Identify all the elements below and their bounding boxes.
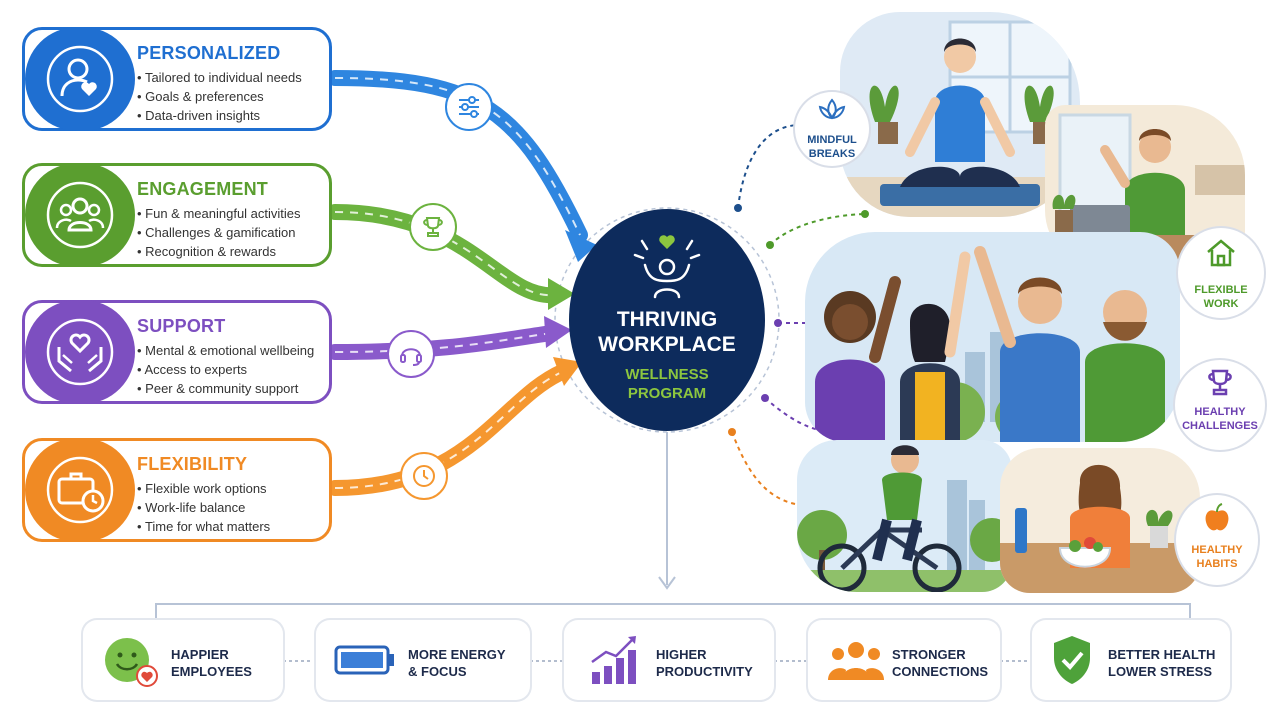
trophy-icon [409,203,457,251]
list-item: Fun & meaningful activities [137,204,300,223]
lotus-icon [818,98,846,120]
celebrating-person-icon [633,235,701,299]
arrow-personalized [565,230,597,262]
arrow-support [544,316,572,348]
team-celebration-scene [805,232,1180,442]
flow-support [327,325,560,360]
list-item: Goals & preferences [137,87,302,106]
pillar-engagement: ENGAGEMENT Fun & meaningful activities C… [22,163,332,267]
pillar-list: Mental & emotional wellbeing Access to e… [137,341,314,398]
group-icon [25,163,135,267]
pillar-flexibility: FLEXIBILITY Flexible work options Work-l… [22,438,332,542]
battery-icon [334,645,394,675]
healthy-eating-scene [1000,448,1200,593]
apple-icon [1205,503,1229,531]
pillar-personalized: PERSONALIZED Tailored to individual need… [22,27,332,131]
list-item: Recognition & rewards [137,242,301,261]
meditation-scene [840,12,1080,217]
list-item: Access to experts [137,360,314,379]
arrow-flexibility [553,357,582,386]
pillar-title: SUPPORT [137,316,226,336]
list-item: Time for what matters [137,517,270,536]
sliders-icon [445,83,493,131]
heart-hands-icon [25,300,135,404]
pillar-title: ENGAGEMENT [137,179,269,199]
pillar-title: FLEXIBILITY [137,454,248,474]
home-icon [1207,239,1235,267]
list-item: Flexible work options [137,479,270,498]
briefcase-clock-icon [25,438,135,542]
list-item: Data-driven insights [137,106,302,125]
shield-check-icon [1054,636,1090,684]
list-item: Peer & community support [137,379,314,398]
outcome-more-energy: MORE ENERGY& FOCUS [316,620,530,700]
person-heart-icon [25,27,135,131]
clock-icon [400,452,448,500]
cycling-scene [797,440,1012,592]
pillar-list: Tailored to individual needs Goals & pre… [137,68,302,125]
list-item: Challenges & gamification [137,223,301,242]
flow-flexibility [327,364,570,496]
list-item: Tailored to individual needs [137,68,302,87]
pillar-list: Fun & meaningful activities Challenges &… [137,204,301,261]
bar-growth-icon [591,636,636,684]
trophy-icon [1208,369,1232,396]
people-icon [828,642,884,680]
arrow-engagement [548,278,575,310]
list-item: Work-life balance [137,498,270,517]
pillar-title: PERSONALIZED [137,43,281,63]
pillar-support: SUPPORT Mental & emotional wellbeing Acc… [22,300,332,404]
smiley-icon [105,638,158,687]
headset-icon [387,330,435,378]
pillar-list: Flexible work options Work-life balance … [137,479,270,536]
list-item: Mental & emotional wellbeing [137,341,314,360]
